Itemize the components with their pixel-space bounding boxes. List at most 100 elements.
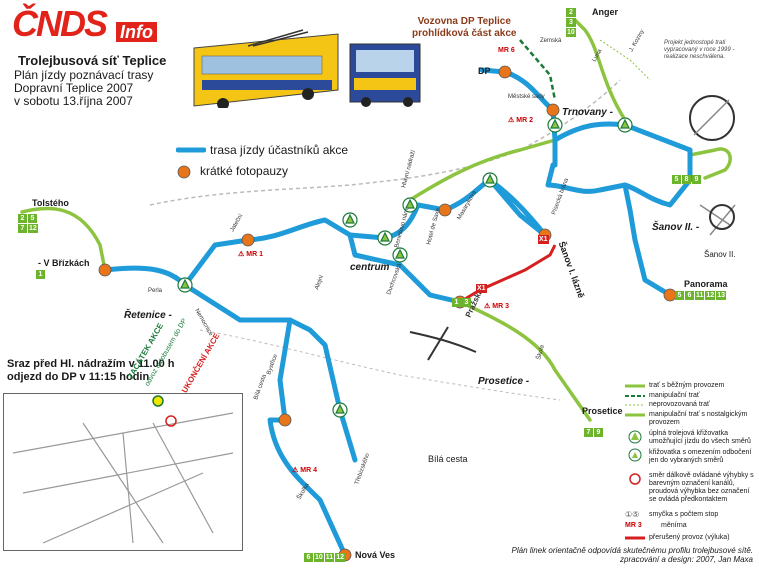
unused-track (599, 39, 651, 81)
legend-substation-symbol: MR 3 (625, 522, 642, 529)
warning-icon: ⚠ (238, 251, 245, 258)
key-route-label: trasa jízdy účastníků akce (210, 143, 349, 157)
junction-full-icon (332, 402, 348, 418)
trnovany-inset-map (689, 95, 735, 141)
street-jatecni: Jateční (230, 213, 245, 233)
legend-manip-track: manipulační trať (649, 392, 700, 399)
railway-line (149, 79, 621, 206)
brand-logo: ČNDS (12, 3, 108, 44)
street-bila-cesta: Bílá cesta (253, 373, 268, 400)
district-prosetice: Prosetice - (478, 376, 530, 387)
legend-full-junction: úplná trolejová křižovatka umožňující jí… (649, 430, 751, 445)
map-subtitle-3: v sobotu 13.října 2007 (14, 94, 133, 108)
stop-tolstého: Tolstého (32, 198, 69, 208)
place-bila-cesta: Bílá cesta (428, 454, 468, 464)
district-retenice: Řetenice - (124, 310, 172, 321)
street-alejni: Alejní (314, 274, 325, 290)
legend-regular-line: trať s běžným provozem (649, 382, 725, 389)
warning-icon: ⚠ (484, 303, 491, 310)
route-sanov-panorama (622, 182, 673, 298)
district-trnovany: Trnovany - (562, 107, 613, 118)
street-benesovo: Benešovo nám. (394, 206, 411, 248)
closure-mr6: MR 6 (498, 47, 515, 54)
line-prosetice (458, 300, 592, 422)
line-tolstého (20, 206, 107, 272)
street-perla: Perla (148, 288, 163, 294)
photostop-icon (278, 413, 292, 427)
street-nemocnice: Nemocnice (193, 308, 214, 338)
regular-lines (20, 18, 732, 422)
legend-symbols (625, 384, 645, 540)
legend-limited-junction: křižovatka s omezením odbočení jen do vy… (649, 449, 752, 464)
legend-loop: smyčka s počtem stop (649, 511, 719, 518)
warning-icon: ⚠ (292, 467, 299, 474)
closure-mr4: ⚠ MR 4 (292, 467, 317, 474)
route-badge-x1-prazska: X1 (476, 284, 487, 293)
brand-logo-main: ČNDS (12, 3, 108, 44)
key-route-symbol (176, 147, 206, 153)
junction-full-icon (617, 117, 633, 133)
route-trnovany (545, 121, 693, 208)
photostop-icon (546, 103, 560, 117)
closure-mr3: ⚠ MR 3 (484, 303, 509, 310)
street-bystrice: Bystřice (266, 353, 279, 376)
key-photostop-symbol (177, 165, 191, 179)
legend-closure: přerušený provoz (výluka) (649, 534, 730, 541)
map-title: Trolejbusová síť Teplice (18, 53, 167, 68)
depot-label: Vozovna DP Teplice prohlídková část akce (412, 16, 517, 39)
route-center-masaryk (415, 177, 548, 238)
junction-full-icon (402, 197, 418, 213)
full-junctions (177, 117, 633, 418)
street-pisecka: Písecká brána (551, 177, 570, 216)
photostop-icon (98, 263, 112, 277)
closure-line (459, 244, 557, 304)
junction-full-icon (482, 172, 498, 188)
stop-dp: DP (478, 66, 491, 76)
line-trnovany-left (408, 138, 557, 202)
river-line (199, 329, 561, 401)
map-subtitle-2: Dopravní Teplice 2007 (14, 81, 134, 95)
route-badge-x1-sanov: X1 (538, 235, 549, 244)
street-hotel-de-saxe: Hotel de Saxe (426, 207, 442, 246)
route-center-south (347, 232, 463, 305)
sanov-inset-label: Šanov II. (704, 250, 736, 259)
route-vbrizkach-center (102, 202, 421, 288)
stop-v-brizkach: - V Břízkách (38, 258, 90, 268)
key-photostop-label: krátké fotopauzy (200, 164, 289, 178)
stop-prosetice: Prosetice (582, 406, 623, 416)
sanov-inset-map (699, 204, 736, 236)
line-sanov-loop (688, 147, 732, 180)
legend-loop-symbol: ①⑤ (625, 510, 640, 519)
prazska-inset-map (409, 326, 477, 361)
closure-mr2: ⚠ MR 2 (508, 117, 533, 124)
trolleybus-photo (193, 29, 421, 108)
route-pisecka (487, 177, 548, 238)
stop-anger: Anger (592, 7, 619, 17)
route-badge-v-brizkach: 1 (36, 270, 45, 279)
junction-full-icon (392, 247, 408, 263)
place-j-koziny: J. Koziny (629, 29, 646, 53)
map-subtitle-1: Plán jízdy poznávací trasy (14, 68, 154, 82)
stop-panorama: Panorama (684, 279, 728, 289)
legend: trať s běžným provozem manipulační trať … (623, 381, 755, 543)
district-centrum: centrum (350, 262, 390, 273)
meeting-info: Sraz před Hl. nádražím v 11.00 h odjezd … (7, 358, 175, 383)
photostop-icon (498, 65, 512, 79)
legend-substation: měnírna (661, 522, 687, 529)
trolleybus-blue-icon (349, 43, 421, 107)
line-anger (573, 18, 627, 122)
stop-nova-ves: Nová Ves (355, 550, 396, 560)
street-trebizskeho: Třebízského (354, 452, 371, 486)
closure-mr1: ⚠ MR 1 (238, 251, 263, 258)
start-point-icon (152, 395, 164, 407)
credits: Plán linek orientačně odpovídá skutečném… (511, 546, 753, 564)
junction-full-icon (342, 212, 358, 228)
